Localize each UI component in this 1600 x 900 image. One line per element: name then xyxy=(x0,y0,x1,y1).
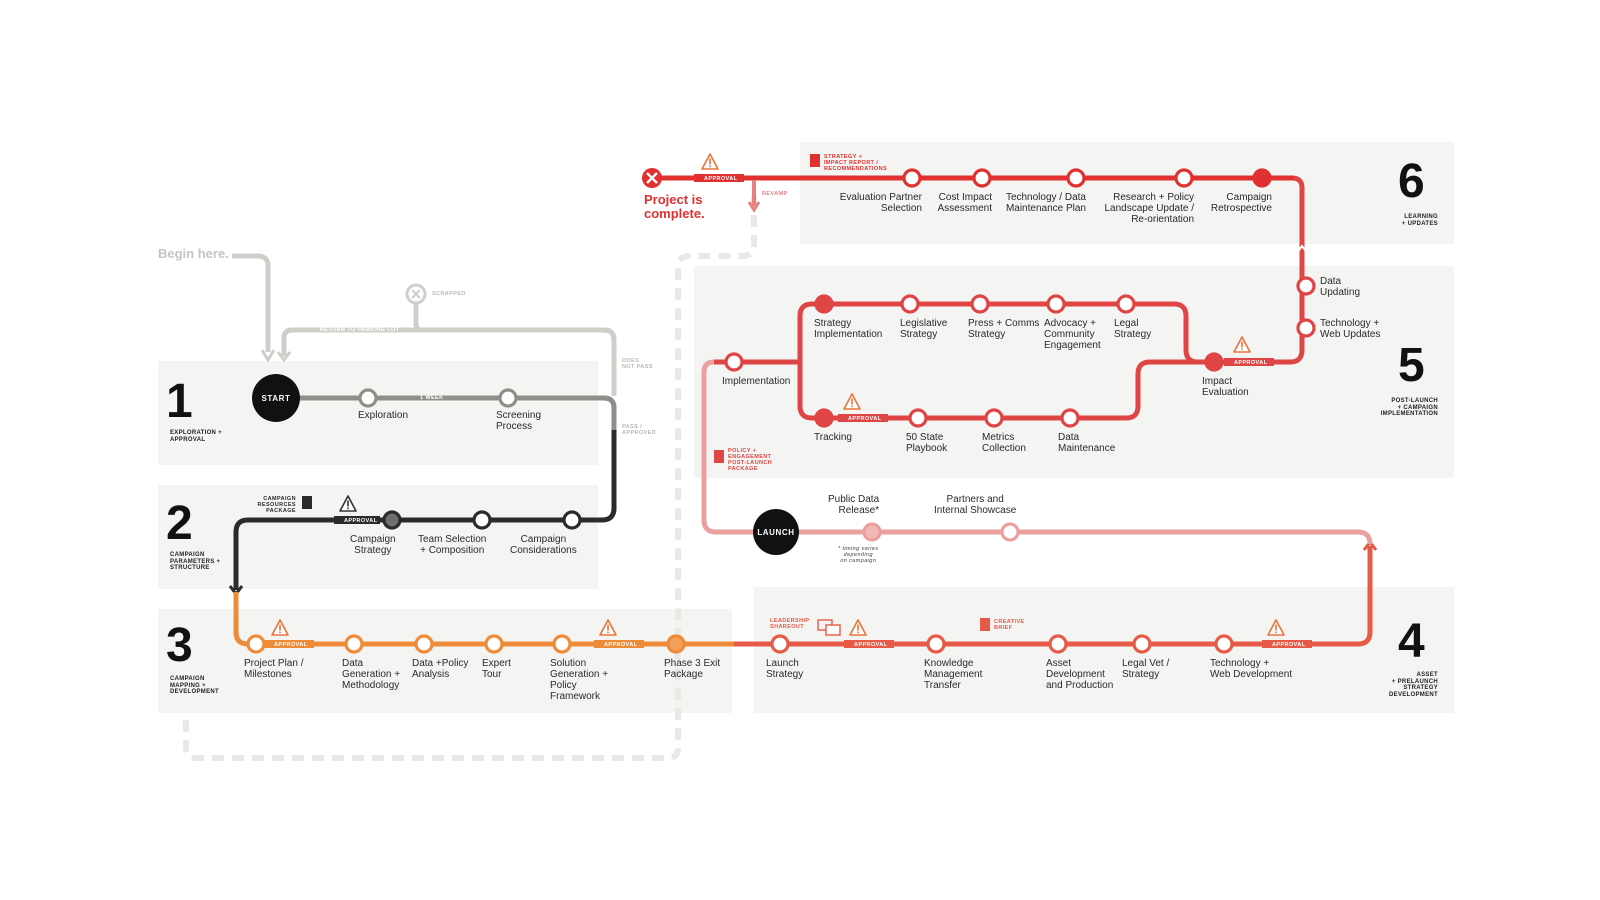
start-label: START xyxy=(261,394,291,403)
phase-4-line xyxy=(734,546,1373,647)
station-data-generation: Data Generation + Methodology xyxy=(342,658,401,691)
stations xyxy=(246,168,1316,654)
station-strategy-impl: Strategy Implementation xyxy=(814,318,883,340)
phase-6-panel xyxy=(800,142,1454,244)
station-knowledge-mgmt: Knowledge Management Transfer xyxy=(924,658,983,691)
timing-note: * timing varies depending on campaign xyxy=(838,546,879,564)
station-asset-dev: Asset Development and Production xyxy=(1046,658,1114,691)
complete-label: Project is complete. xyxy=(644,192,705,221)
document-icon xyxy=(714,450,724,463)
station-playbook: 50 State Playbook xyxy=(906,432,948,454)
return-parking-tag: RETURN TO PARKING LOT xyxy=(320,327,400,333)
station-data-policy: Data +Policy Analysis xyxy=(412,658,469,680)
phase-3-caption: CAMPAIGN MAPPING + DEVELOPMENT xyxy=(170,676,219,695)
station-impact-eval: Impact Evaluation xyxy=(1202,376,1249,398)
phase-6-number: 6 xyxy=(1398,155,1425,208)
station-cost-impact: Cost Impact Assessment xyxy=(937,192,992,214)
phase-2-number: 2 xyxy=(166,497,193,550)
station-campaign-strategy: Campaign Strategy xyxy=(350,534,396,556)
approval-tag: APPROVAL xyxy=(1272,642,1306,648)
pass-approved-tag: PASS / APPROVED xyxy=(622,424,657,436)
phase-2-panel xyxy=(158,485,598,589)
station-tech-data-plan: Technology / Data Maintenance Plan xyxy=(1005,192,1086,214)
feedback-loop-dashed xyxy=(183,196,757,761)
document-icon xyxy=(302,496,312,509)
station-data-updating: Data Updating xyxy=(1320,276,1361,298)
station-tech-web-updates: Technology + Web Updates xyxy=(1320,318,1381,340)
approval-tag: APPROVAL xyxy=(848,416,882,422)
station-retrospective: Campaign Retrospective xyxy=(1210,192,1272,214)
phase-1-panel xyxy=(158,361,598,465)
station-research-policy: Research + Policy Landscape Update / Re-… xyxy=(1104,192,1194,225)
start-node xyxy=(252,374,300,422)
phase-1-number: 1 xyxy=(166,375,193,428)
begin-line xyxy=(232,253,271,352)
station-solution-generation: Solution Generation + Policy Framework xyxy=(550,658,609,702)
station-tech-web-dev: Technology + Web Development xyxy=(1210,658,1293,680)
launch-label: LAUNCH xyxy=(757,528,795,537)
leadership-shareout-tag: LEADERSHIP SHAREOUT xyxy=(770,618,810,630)
document-icon xyxy=(980,618,990,631)
phase-5-number: 5 xyxy=(1398,339,1425,392)
approval-tag: APPROVAL xyxy=(344,518,378,524)
phase-5-caption: POST-LAUNCH + CAMPAIGN IMPLEMENTATION xyxy=(1380,398,1438,417)
station-press: Press + Comms Strategy xyxy=(968,318,1040,340)
creative-brief-tag: CREATIVE BRIEF xyxy=(994,619,1025,631)
does-not-pass-tag: DOES NOT PASS xyxy=(622,358,653,370)
station-implementation: Implementation xyxy=(722,376,791,387)
approval-tags xyxy=(264,174,1312,648)
station-tracking: Tracking xyxy=(814,432,852,443)
station-legal-vet: Legal Vet / Strategy xyxy=(1122,658,1170,680)
station-advocacy: Advocacy + Community Engagement xyxy=(1044,318,1101,351)
station-project-plan: Project Plan / Milestones xyxy=(244,658,304,680)
phase-4-number: 4 xyxy=(1398,615,1425,668)
phase-2-caption: CAMPAIGN PARAMETERS + STRUCTURE xyxy=(170,552,221,571)
approval-tag: APPROVAL xyxy=(1234,360,1268,366)
station-expert-tour: Expert Tour xyxy=(482,658,511,680)
approval-tag: APPROVAL xyxy=(604,642,638,648)
phase-1-caption: EXPLORATION + APPROVAL xyxy=(170,430,222,443)
one-week-tag: 1 WEEK xyxy=(420,395,444,401)
scrapped-tag: SCRAPPED xyxy=(432,291,466,297)
begin-label: Begin here. xyxy=(158,246,229,261)
launch-node xyxy=(753,509,799,555)
station-partners: Partners and Internal Showcase xyxy=(934,494,1017,516)
document-icon xyxy=(810,154,820,167)
phase-3-number: 3 xyxy=(166,619,193,672)
station-public-data: Public Data Release* xyxy=(828,494,880,516)
phase-2-line xyxy=(233,430,617,590)
approval-tag: APPROVAL xyxy=(274,642,308,648)
station-launch-strategy: Launch Strategy xyxy=(766,658,804,680)
approval-tag: APPROVAL xyxy=(704,176,738,182)
campaign-resources-tag: CAMPAIGN RESOURCES PACKAGE xyxy=(257,496,296,514)
station-phase3-exit: Phase 3 Exit Package xyxy=(664,658,721,680)
station-legal-strategy: Legal Strategy xyxy=(1114,318,1152,340)
phase-3-panel xyxy=(158,609,732,713)
policy-package-tag: POLICY + ENGAGEMENT POST-LAUNCH PACKAGE xyxy=(728,448,773,472)
station-screening: Screening Process xyxy=(496,410,542,432)
revamp-tag: REVAMP xyxy=(762,191,788,197)
phase-6-caption: LEARNING + UPDATES xyxy=(1401,214,1438,227)
phase-4-caption: ASSET + PRELAUNCH STRATEGY DEVELOPMENT xyxy=(1389,672,1438,698)
station-eval-partner: Evaluation Partner Selection xyxy=(839,192,922,214)
station-legislative: Legislative Strategy xyxy=(900,318,948,340)
phase-4-panel xyxy=(754,587,1454,713)
launch-line xyxy=(701,359,1373,545)
strategy-report-tag: STRATEGY + IMPACT REPORT / RECOMMENDATIO… xyxy=(824,154,888,172)
station-exploration: Exploration xyxy=(358,410,409,421)
station-data-maintenance: Data Maintenance xyxy=(1058,432,1116,454)
station-metrics: Metrics Collection xyxy=(982,432,1026,454)
approval-tag: APPROVAL xyxy=(854,642,888,648)
station-campaign-considerations: Campaign Considerations xyxy=(510,534,577,556)
station-team-selection: Team Selection + Composition xyxy=(418,534,487,556)
